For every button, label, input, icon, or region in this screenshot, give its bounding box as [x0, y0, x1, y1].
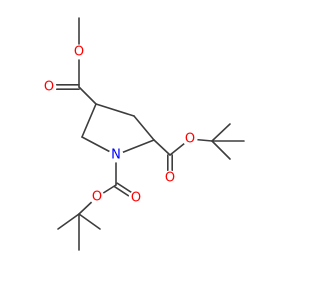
- atom-o-ester-bottom: O: [89, 189, 105, 205]
- atom-label-background: [162, 170, 178, 186]
- atom-o-carbonyl-bottom: O: [128, 190, 144, 206]
- atom-label-background: [128, 190, 144, 206]
- bond-carbonyl-ring: [78, 86, 97, 105]
- atom-layer: O O O O N O O: [41, 44, 198, 206]
- bond-ring-carbonyl-right: [153, 139, 171, 156]
- atom-label-background: [71, 44, 87, 60]
- atom-label-o: O: [165, 171, 175, 186]
- atom-label-o: O: [92, 190, 102, 205]
- atom-o-carbonyl-right: O: [162, 170, 178, 186]
- atom-label-n: N: [111, 148, 121, 163]
- bond-tbutyl-right-methyl-1: [211, 123, 231, 142]
- bond-tbutyl-bottom-methyl-1: [57, 213, 80, 230]
- bond-tbutyl-bottom-methyl-2: [78, 213, 101, 230]
- atom-label-o: O: [131, 191, 141, 206]
- bond-ring-c4-c3: [95, 103, 135, 117]
- atom-label-background: [89, 189, 105, 205]
- atom-label-o: O: [44, 80, 54, 95]
- atom-o-carbonyl-top: O: [41, 79, 57, 95]
- atom-n-ring: N: [108, 147, 124, 163]
- atom-label-o: O: [74, 45, 84, 60]
- bond-tbutyl-right-methyl-2: [211, 140, 231, 160]
- atom-label-background: [182, 131, 198, 147]
- atom-label-background: [41, 79, 57, 95]
- atom-o-ester-right: O: [182, 131, 198, 147]
- atom-label-background: [108, 147, 124, 163]
- molecule-structure: O O O O N O O: [41, 17, 245, 251]
- atom-o-ester-top: O: [71, 44, 87, 60]
- bond-ring-c5-c4: [81, 103, 97, 138]
- bond-ring-c3-c2: [133, 115, 155, 141]
- atom-label-o: O: [185, 132, 195, 147]
